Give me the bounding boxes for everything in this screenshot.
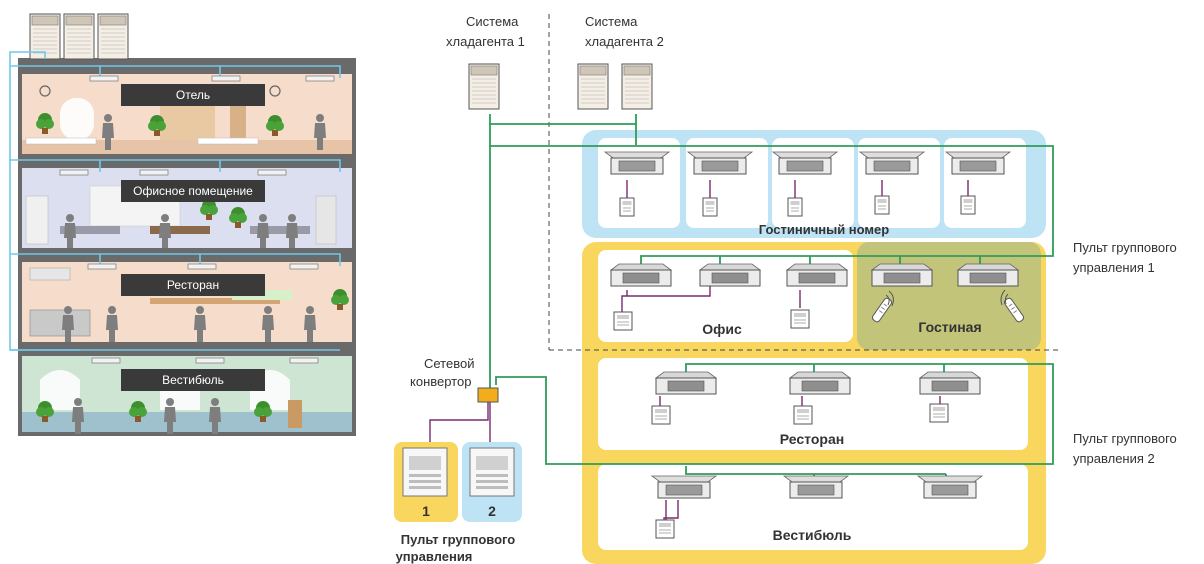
wall-controller-hotel-5: [960, 195, 976, 215]
converter-label-line1: Сетевой: [424, 356, 474, 371]
indoor-unit-restaurant-1: [655, 371, 717, 395]
network-converter: [477, 387, 499, 403]
indoor-unit-restaurant-2: [789, 371, 851, 395]
indoor-unit-hotel-1: [604, 151, 670, 175]
system1-outdoor-unit: [468, 63, 500, 110]
indoor-unit-hotel-3: [772, 151, 838, 175]
group-controller-caption-line2: управления: [396, 549, 473, 564]
side-label-group2-line1: Пульт группового: [1073, 431, 1177, 446]
building-illustration: Отель Офисное помещение Ресторан Вестибю…: [9, 13, 356, 436]
controller-wires: [429, 180, 969, 522]
indoor-unit-office-3: [786, 263, 848, 287]
indoor-unit-restaurant-3: [919, 371, 981, 395]
wall-controller-lobby: [655, 519, 675, 539]
group-controller-2-number: 2: [488, 503, 496, 519]
room-hotel-4: [858, 138, 940, 228]
side-label-group1-line2: управления 1: [1073, 260, 1155, 275]
wall-controller-restaurant-2: [793, 405, 813, 425]
room-hotel-5: [944, 138, 1026, 228]
indoor-unit-lobby-1: [651, 475, 717, 499]
roof-outdoor-unit-3: [97, 13, 129, 60]
system2-label-line2: хладагента 2: [585, 34, 664, 49]
zone-label-restaurant: Ресторан: [780, 431, 844, 447]
floor-label-restaurant: Ресторан: [121, 274, 265, 296]
floor-label-office: Офисное помещение: [121, 180, 265, 202]
indoor-unit-living-1: [871, 263, 933, 287]
group-controller-2: [469, 447, 515, 497]
wall-controller-office-1: [613, 311, 633, 331]
indoor-unit-lobby-2: [783, 475, 849, 499]
side-label-group1-line1: Пульт группового: [1073, 240, 1177, 255]
wall-controller-hotel-2: [702, 197, 718, 217]
zone-label-lobby: Вестибюль: [773, 527, 852, 543]
system2-outdoor-unit-b: [621, 63, 653, 110]
floor-label-office-text: Офисное помещение: [133, 184, 253, 198]
room-hotel-1: [598, 138, 680, 228]
system1-label-line1: Система: [466, 14, 519, 29]
room-hotel-2: [686, 138, 768, 228]
wall-controller-office-2: [790, 309, 810, 329]
indoor-unit-lobby-3: [917, 475, 983, 499]
remote-signal-waves: [885, 289, 1009, 307]
group-controller-caption-line1: Пульт группового: [401, 532, 516, 547]
floor-label-hotel: Отель: [121, 84, 265, 106]
group-controller-1: [402, 447, 448, 497]
floor-label-lobby-text: Вестибюль: [162, 373, 224, 387]
system2-outdoor-unit-a: [577, 63, 609, 110]
wall-controller-hotel-3: [787, 197, 803, 217]
indoor-unit-living-2: [957, 263, 1019, 287]
room-hotel-3: [772, 138, 854, 228]
floor-label-restaurant-text: Ресторан: [167, 278, 219, 292]
system-separator-dashed: [548, 14, 1060, 351]
floor-label-lobby: Вестибюль: [121, 369, 265, 391]
indoor-unit-office-1: [610, 263, 672, 287]
indoor-unit-hotel-4: [859, 151, 925, 175]
converter-label-line2: конвертор: [410, 374, 471, 389]
wall-controller-restaurant-1: [651, 405, 671, 425]
system2-label-line1: Система: [585, 14, 638, 29]
zone-label-office: Офис: [702, 321, 742, 337]
wall-controller-hotel-1: [619, 197, 635, 217]
building-refrigerant-pipes: [9, 51, 341, 351]
side-label-group2-line2: управления 2: [1073, 451, 1155, 466]
indoor-unit-office-2: [699, 263, 761, 287]
system1-label-line2: хладагента 1: [446, 34, 525, 49]
wall-controller-restaurant-3: [929, 403, 949, 423]
indoor-unit-hotel-2: [687, 151, 753, 175]
wall-controller-hotel-4: [874, 195, 890, 215]
zone-label-hotel-room: Гостиничный номер: [759, 222, 889, 237]
group-controller-1-number: 1: [422, 503, 430, 519]
floor-label-hotel-text: Отель: [176, 88, 210, 102]
roof-outdoor-unit-2: [63, 13, 95, 60]
indoor-unit-hotel-5: [945, 151, 1011, 175]
zone-label-living: Гостиная: [918, 319, 981, 335]
